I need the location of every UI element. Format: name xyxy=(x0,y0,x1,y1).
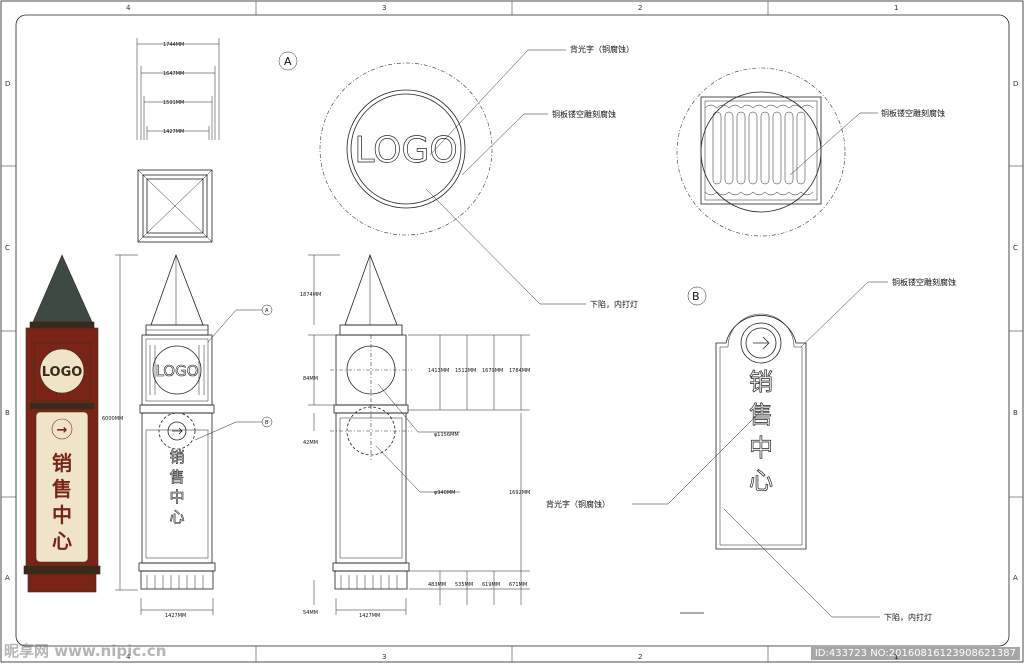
dim-label: 84MM xyxy=(303,376,318,382)
arrow-icon xyxy=(51,418,73,440)
tower-trim xyxy=(29,321,95,329)
tower-logo-circle xyxy=(39,348,85,394)
col-label: 4 xyxy=(126,4,131,12)
arrow-icon-glyph: → xyxy=(57,423,68,438)
label-light: 下陷，内打灯 xyxy=(590,299,638,309)
callout-a: A xyxy=(265,308,269,314)
detail-logo: LOGO xyxy=(354,130,457,171)
dim-label: 1591MM xyxy=(163,100,184,106)
detail-marker: A xyxy=(284,55,292,68)
zone-labels: 4 3 2 1 4 3 2 1 D C B A D C B A xyxy=(5,4,1018,661)
dim-label: 1647MM xyxy=(163,71,184,77)
inner-border xyxy=(15,14,1010,647)
grille-bars xyxy=(704,104,814,196)
tower-base xyxy=(27,573,97,593)
tower-char: 售 xyxy=(52,477,72,501)
label-hollow: 铜板镂空雕刻腐蚀 xyxy=(892,277,956,287)
watermark-site: 昵享网 www.nipic.cn xyxy=(4,642,167,660)
dim-label: 1692MM xyxy=(509,490,530,496)
detail-marker: B xyxy=(692,290,700,303)
tower-trim xyxy=(23,565,101,575)
dim-label: 1679MM xyxy=(482,368,503,374)
dim-label: 1874MM xyxy=(300,292,321,298)
label-hollow-right: 铜板镂空雕刻腐蚀 xyxy=(881,108,945,118)
col-label: 1 xyxy=(894,653,898,661)
tower-char: 销 xyxy=(52,451,72,475)
plan-view xyxy=(137,169,213,243)
col-label: 3 xyxy=(382,4,386,12)
dim-label: 6000MM xyxy=(102,416,123,422)
label-backlit: 背光字（铜腐蚀） xyxy=(570,44,634,54)
watermark-bar: 昵享网 www.nipic.cn ID:433723 NO:2016081612… xyxy=(0,641,1024,663)
dim-label: 1784MM xyxy=(509,368,530,374)
detail-b: B 销 售 中 心 铜板镂空雕刻腐蚀 背光字（铜腐蚀） 下陷，内打灯 xyxy=(546,277,956,622)
elevation-char: 心 xyxy=(169,508,184,526)
label-hollow: 铜板镂空雕刻腐蚀 xyxy=(552,109,616,119)
row-label: C xyxy=(1013,244,1018,252)
section-view: 1874MM 84MM 42MM 54MM 1427MM 1413MM 1512… xyxy=(300,253,530,619)
tower-logo-text: LOGO xyxy=(42,365,83,380)
callout-b: B xyxy=(265,420,269,426)
dim-label: 1427MM xyxy=(165,613,186,619)
col-label: 2 xyxy=(638,653,642,661)
row-label: A xyxy=(1013,574,1018,582)
dim-label: 1427MM xyxy=(359,613,380,619)
elevation-char: 销 xyxy=(169,448,184,466)
dim-label: 42MM xyxy=(303,440,318,446)
dim-label: φ940MM xyxy=(434,490,455,496)
front-elevation: 6000MM LOGO 销 售 中 心 xyxy=(102,253,273,619)
col-label: 1 xyxy=(894,4,898,12)
row-label: D xyxy=(5,80,10,88)
dim-label: 1744MM xyxy=(163,42,184,48)
dim-label: 1427MM xyxy=(163,129,184,135)
label-backlit: 背光字（铜腐蚀） xyxy=(546,499,610,509)
tower-roof xyxy=(32,254,93,323)
dim-label: 54MM xyxy=(303,610,318,616)
dim-label: 671MM xyxy=(509,582,527,588)
sign-char: 中 xyxy=(749,434,773,462)
sign-char: 销 xyxy=(749,368,773,396)
detail-a: A LOGO 背光字（铜腐蚀） 铜板镂空雕刻腐蚀 下陷，内打灯 铜板镂空雕刻腐蚀 xyxy=(278,44,945,309)
tower-trim xyxy=(29,402,95,410)
colored-tower: LOGO → 销 售 中 心 xyxy=(23,254,101,593)
watermark-id: ID:433723 NO:20160816123908621387 xyxy=(810,647,1020,660)
elevation-char: 中 xyxy=(169,488,184,506)
label-light: 下陷，内打灯 xyxy=(884,612,932,622)
elevation-char: 售 xyxy=(169,468,184,486)
top-dimensions: 1744MM 1647MM 1591MM 1427MM xyxy=(136,38,220,140)
row-label: A xyxy=(5,574,10,582)
tower-char: 中 xyxy=(52,503,72,527)
tower-char: 心 xyxy=(52,529,72,553)
tower-sign-panel xyxy=(35,411,89,563)
row-label: D xyxy=(1013,80,1018,88)
dim-label: 619MM xyxy=(482,582,500,588)
row-label: C xyxy=(5,244,10,252)
sign-char: 心 xyxy=(749,467,773,495)
dim-label: 1413MM xyxy=(428,368,449,374)
dim-label: 535MM xyxy=(455,582,473,588)
col-label: 3 xyxy=(382,653,386,661)
dim-label: 483MM xyxy=(428,582,446,588)
row-label: B xyxy=(5,409,10,417)
row-label: B xyxy=(1013,409,1018,417)
dim-label: 1512MM xyxy=(455,368,476,374)
col-label: 2 xyxy=(638,4,642,12)
dim-label: φ1156MM xyxy=(434,432,459,438)
elevation-logo: LOGO xyxy=(155,362,198,380)
col-label: 4 xyxy=(126,653,131,661)
sign-char: 售 xyxy=(749,401,773,429)
